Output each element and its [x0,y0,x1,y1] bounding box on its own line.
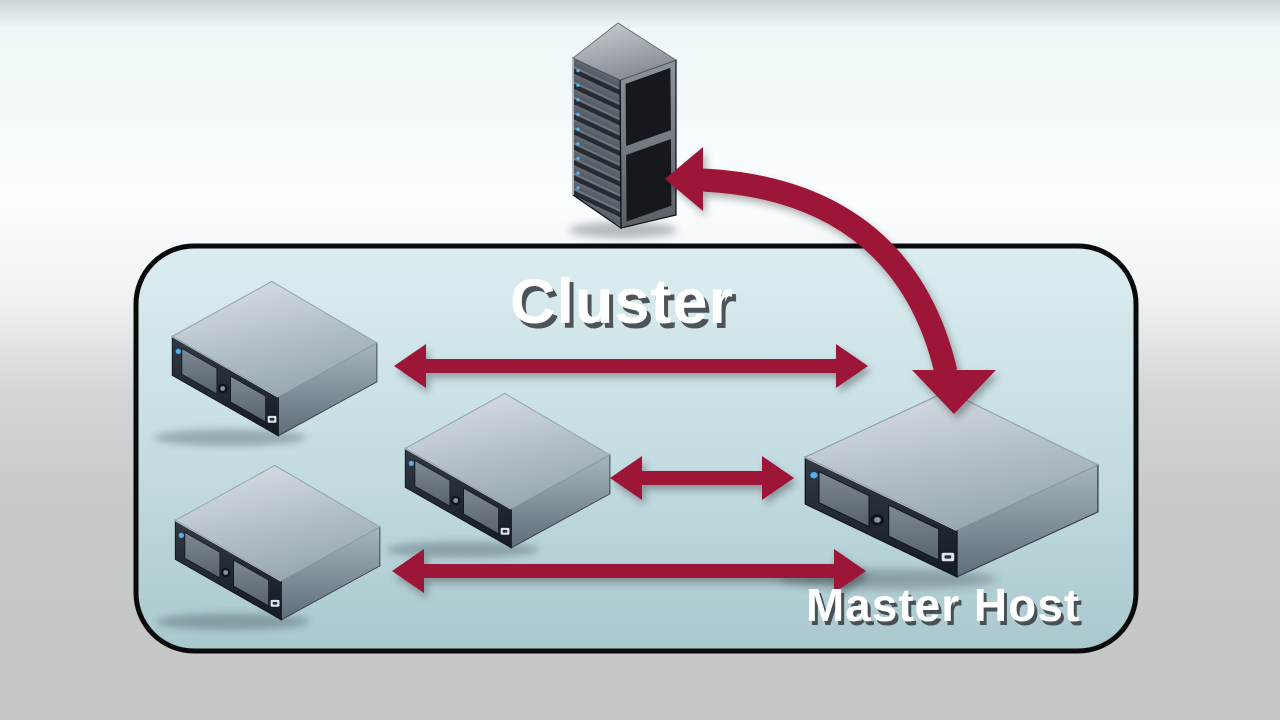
curved-arrow-rack-to-master [665,147,996,414]
cluster-label-shadow: Cluster [514,272,738,342]
master-host-label-shadow: Master Host [809,583,1083,635]
cluster-boundary [133,243,1139,654]
arrow-middle-host-to-master [610,456,794,500]
master-host-label: Master Host [806,579,1080,631]
connection-arrows [392,147,996,593]
cluster-label: Cluster [510,267,734,337]
curved-arrow-shaft [701,168,958,375]
arrow-bottom-host-to-master [392,549,866,593]
curved-arrow-head-down [912,370,996,414]
rack-server [569,23,677,238]
arrow-top-host-to-master [394,344,868,388]
curved-arrow-head-left [665,147,703,211]
